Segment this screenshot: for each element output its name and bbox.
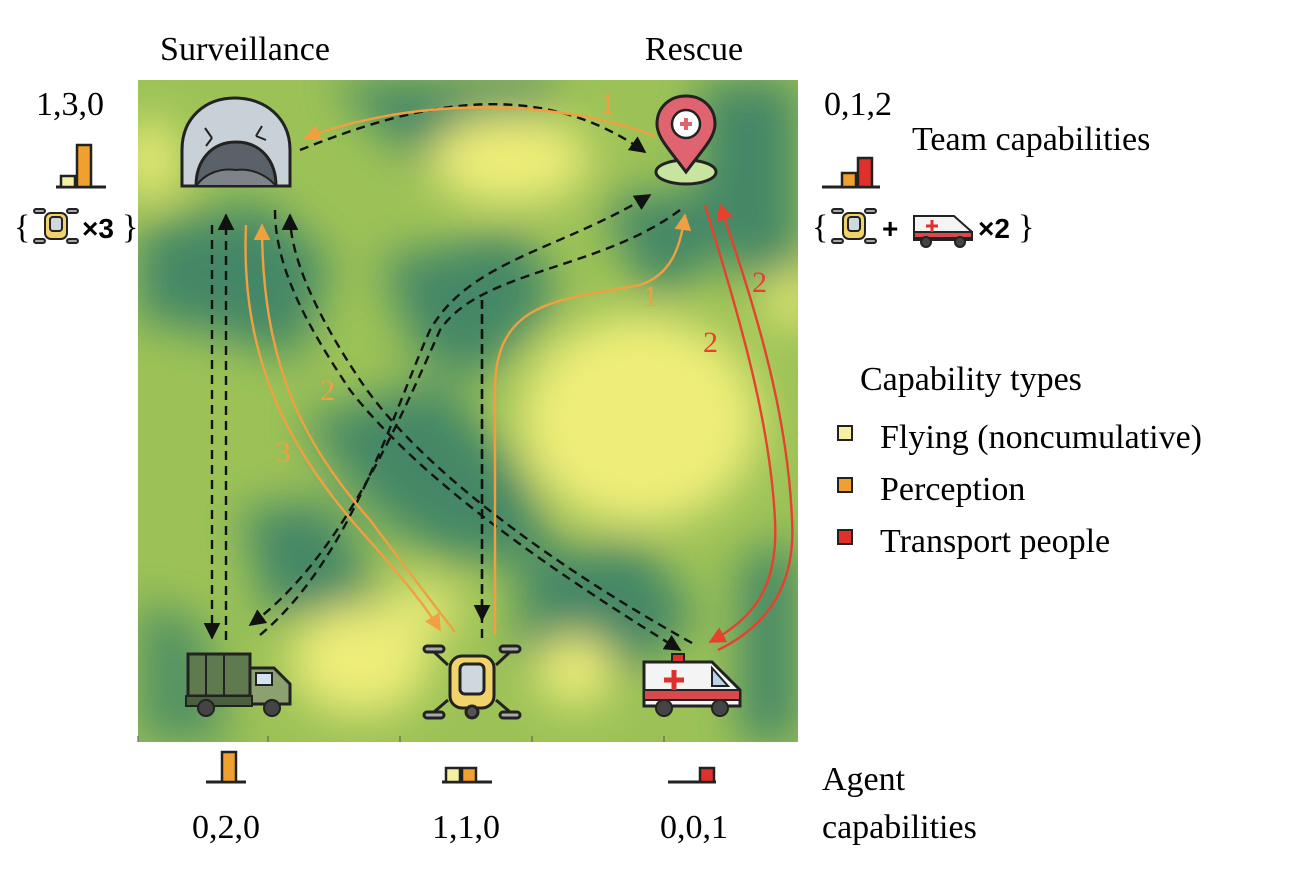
surveillance-requirement: 1,3,0 [36, 86, 104, 123]
map-ticks [137, 736, 665, 742]
surveillance-capability-bars [56, 143, 106, 189]
rescue-capability-bars [822, 156, 880, 189]
route-rescue-to-cave-orange [303, 106, 656, 141]
agent-ambulance-capability-bars [668, 766, 716, 784]
route-truck-to-rescue [259, 193, 652, 636]
drone-icon [831, 208, 877, 244]
legend-swatch [837, 477, 853, 493]
brace-close: } [1018, 209, 1034, 246]
surveillance-team: { ×3 } [14, 208, 138, 246]
route-ambulance-to-rescue-red [717, 203, 794, 652]
rescue-team-plus: + [882, 213, 898, 244]
surveillance-team-count: ×3 [82, 213, 114, 244]
capability-legend: Capability types Flying (noncumulative) P… [837, 361, 1202, 560]
ambulance-icon [642, 653, 742, 717]
drone-icon [422, 644, 522, 720]
agent-capabilities-label-line1: Agent [822, 761, 906, 798]
agent-truck-capabilities: 0,2,0 [192, 809, 260, 846]
legend-item-label: Perception [880, 471, 1025, 508]
agent-capabilities-label-line2: capabilities [822, 809, 977, 846]
rescue-team: { + ×2 } [812, 208, 1034, 248]
brace-open: { [812, 209, 828, 246]
route-label-red-lower: 2 [703, 326, 718, 359]
route-cave-to-ambulance [273, 209, 682, 652]
route-cave-to-rescue [299, 103, 647, 153]
truck-icon [185, 652, 292, 717]
team-capabilities-label: Team capabilities [912, 121, 1150, 158]
rescue-team-count: ×2 [978, 213, 1010, 244]
route-rescue-to-ambulance-red [703, 204, 777, 644]
route-ambulance-to-cave [281, 213, 693, 645]
route-label-red-upper: 2 [752, 266, 767, 299]
route-label-orange-top: 1 [600, 87, 615, 120]
ambulance-icon [913, 215, 973, 248]
legend-item-label: Transport people [880, 523, 1110, 560]
agent-truck-capability-bars [206, 750, 246, 784]
agent-drone-capability-bars [442, 766, 492, 784]
legend-swatch [837, 529, 853, 545]
route-label-orange-mid-lower: 3 [276, 436, 291, 469]
orange-routes [244, 106, 692, 635]
black-routes [203, 103, 693, 652]
brace-close: } [122, 209, 138, 246]
legend-swatch [837, 425, 853, 441]
legend-item-label: Flying (noncumulative) [880, 419, 1202, 456]
route-cave-to-drone-orange [244, 224, 442, 632]
brace-open: { [14, 209, 30, 246]
agent-ambulance-capabilities: 0,0,1 [660, 809, 728, 846]
task-title-rescue: Rescue [645, 31, 743, 68]
route-label-orange-mid-upper: 2 [320, 374, 335, 407]
legend-title: Capability types [860, 361, 1082, 398]
cave-icon [180, 96, 292, 188]
rescue-requirement: 0,1,2 [824, 86, 892, 123]
route-drone-to-rescue-orange [493, 213, 692, 635]
route-rescue-to-truck [248, 209, 681, 626]
task-title-surveillance: Surveillance [160, 31, 330, 68]
red-routes [703, 203, 794, 652]
rescue-pin-icon [654, 94, 718, 186]
agent-drone-capabilities: 1,1,0 [432, 809, 500, 846]
route-drone-to-cave-orange [253, 223, 456, 633]
route-label-orange-right: 1 [643, 280, 658, 313]
drone-icon [33, 208, 79, 244]
